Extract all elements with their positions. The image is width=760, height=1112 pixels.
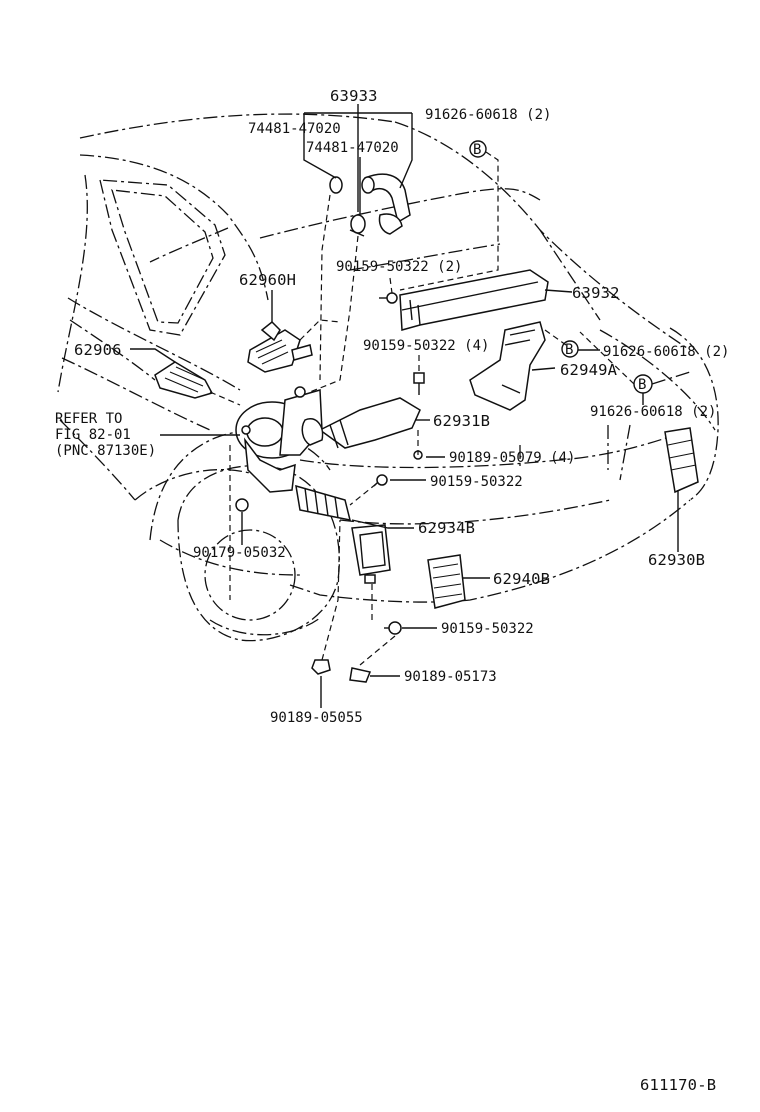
seal-frame bbox=[351, 524, 391, 584]
label-refer-pnc: (PNC 87130E) bbox=[55, 443, 156, 459]
label-91626-top: 91626-60618 (2) bbox=[425, 107, 551, 123]
label-90189-05079: 90189-05079 (4) bbox=[449, 450, 575, 466]
clamp-74481-b bbox=[349, 214, 366, 237]
duct-62949A bbox=[469, 321, 546, 411]
label-62934B: 62934B bbox=[418, 519, 475, 537]
fasteners bbox=[235, 292, 425, 683]
label-63933: 63933 bbox=[330, 87, 378, 105]
label-62940B: 62940B bbox=[493, 570, 550, 588]
vent-62940B bbox=[427, 554, 466, 609]
vent-62960H bbox=[247, 320, 313, 373]
label-91626-low: 91626-60618 (2) bbox=[590, 404, 716, 420]
label-90159-50322-b: 90159-50322 bbox=[441, 621, 534, 637]
figure-code: 611170-B bbox=[640, 1076, 716, 1094]
part-labels: 63933 74481-47020 74481-47020 91626-6061… bbox=[55, 87, 729, 1094]
hose-63933 bbox=[361, 173, 411, 235]
leader-lines bbox=[130, 104, 691, 708]
label-74481-b: 74481-47020 bbox=[306, 140, 399, 156]
duct-63932 bbox=[399, 269, 549, 331]
label-74481-a: 74481-47020 bbox=[248, 121, 341, 137]
label-90159-50322-a: 90159-50322 bbox=[430, 474, 523, 490]
label-90189-05055: 90189-05055 bbox=[270, 710, 363, 726]
label-90179-05032: 90179-05032 bbox=[193, 545, 286, 561]
label-63932: 63932 bbox=[572, 284, 620, 302]
label-90189-05173: 90189-05173 bbox=[404, 669, 497, 685]
label-62949A: 62949A bbox=[560, 361, 618, 379]
label-62931B: 62931B bbox=[433, 412, 490, 430]
marker-b-low-text: B bbox=[638, 377, 646, 393]
label-90159-50322-4: 90159-50322 (4) bbox=[363, 338, 489, 354]
label-refer-to: REFER TO bbox=[55, 411, 122, 427]
label-91626-mid: 91626-60618 (2) bbox=[603, 344, 729, 360]
marker-b-mid: B bbox=[561, 340, 579, 358]
label-refer-fig: FIG 82-01 bbox=[55, 427, 131, 443]
marker-b-top: B bbox=[469, 140, 487, 158]
marker-b-top-text: B bbox=[473, 142, 481, 158]
vent-62930B bbox=[664, 427, 699, 494]
label-62960H: 62960H bbox=[239, 271, 296, 289]
clamp-74481-a bbox=[329, 176, 343, 194]
marker-b-low: B bbox=[633, 374, 653, 394]
duct-62931B bbox=[301, 397, 421, 449]
marker-b-mid-text: B bbox=[565, 342, 573, 358]
label-62906: 62906 bbox=[74, 341, 122, 359]
vent-62906 bbox=[154, 361, 214, 399]
hose-62934B bbox=[295, 484, 352, 521]
label-62930B: 62930B bbox=[648, 551, 705, 569]
label-90159-50322-2: 90159-50322 (2) bbox=[336, 259, 462, 275]
